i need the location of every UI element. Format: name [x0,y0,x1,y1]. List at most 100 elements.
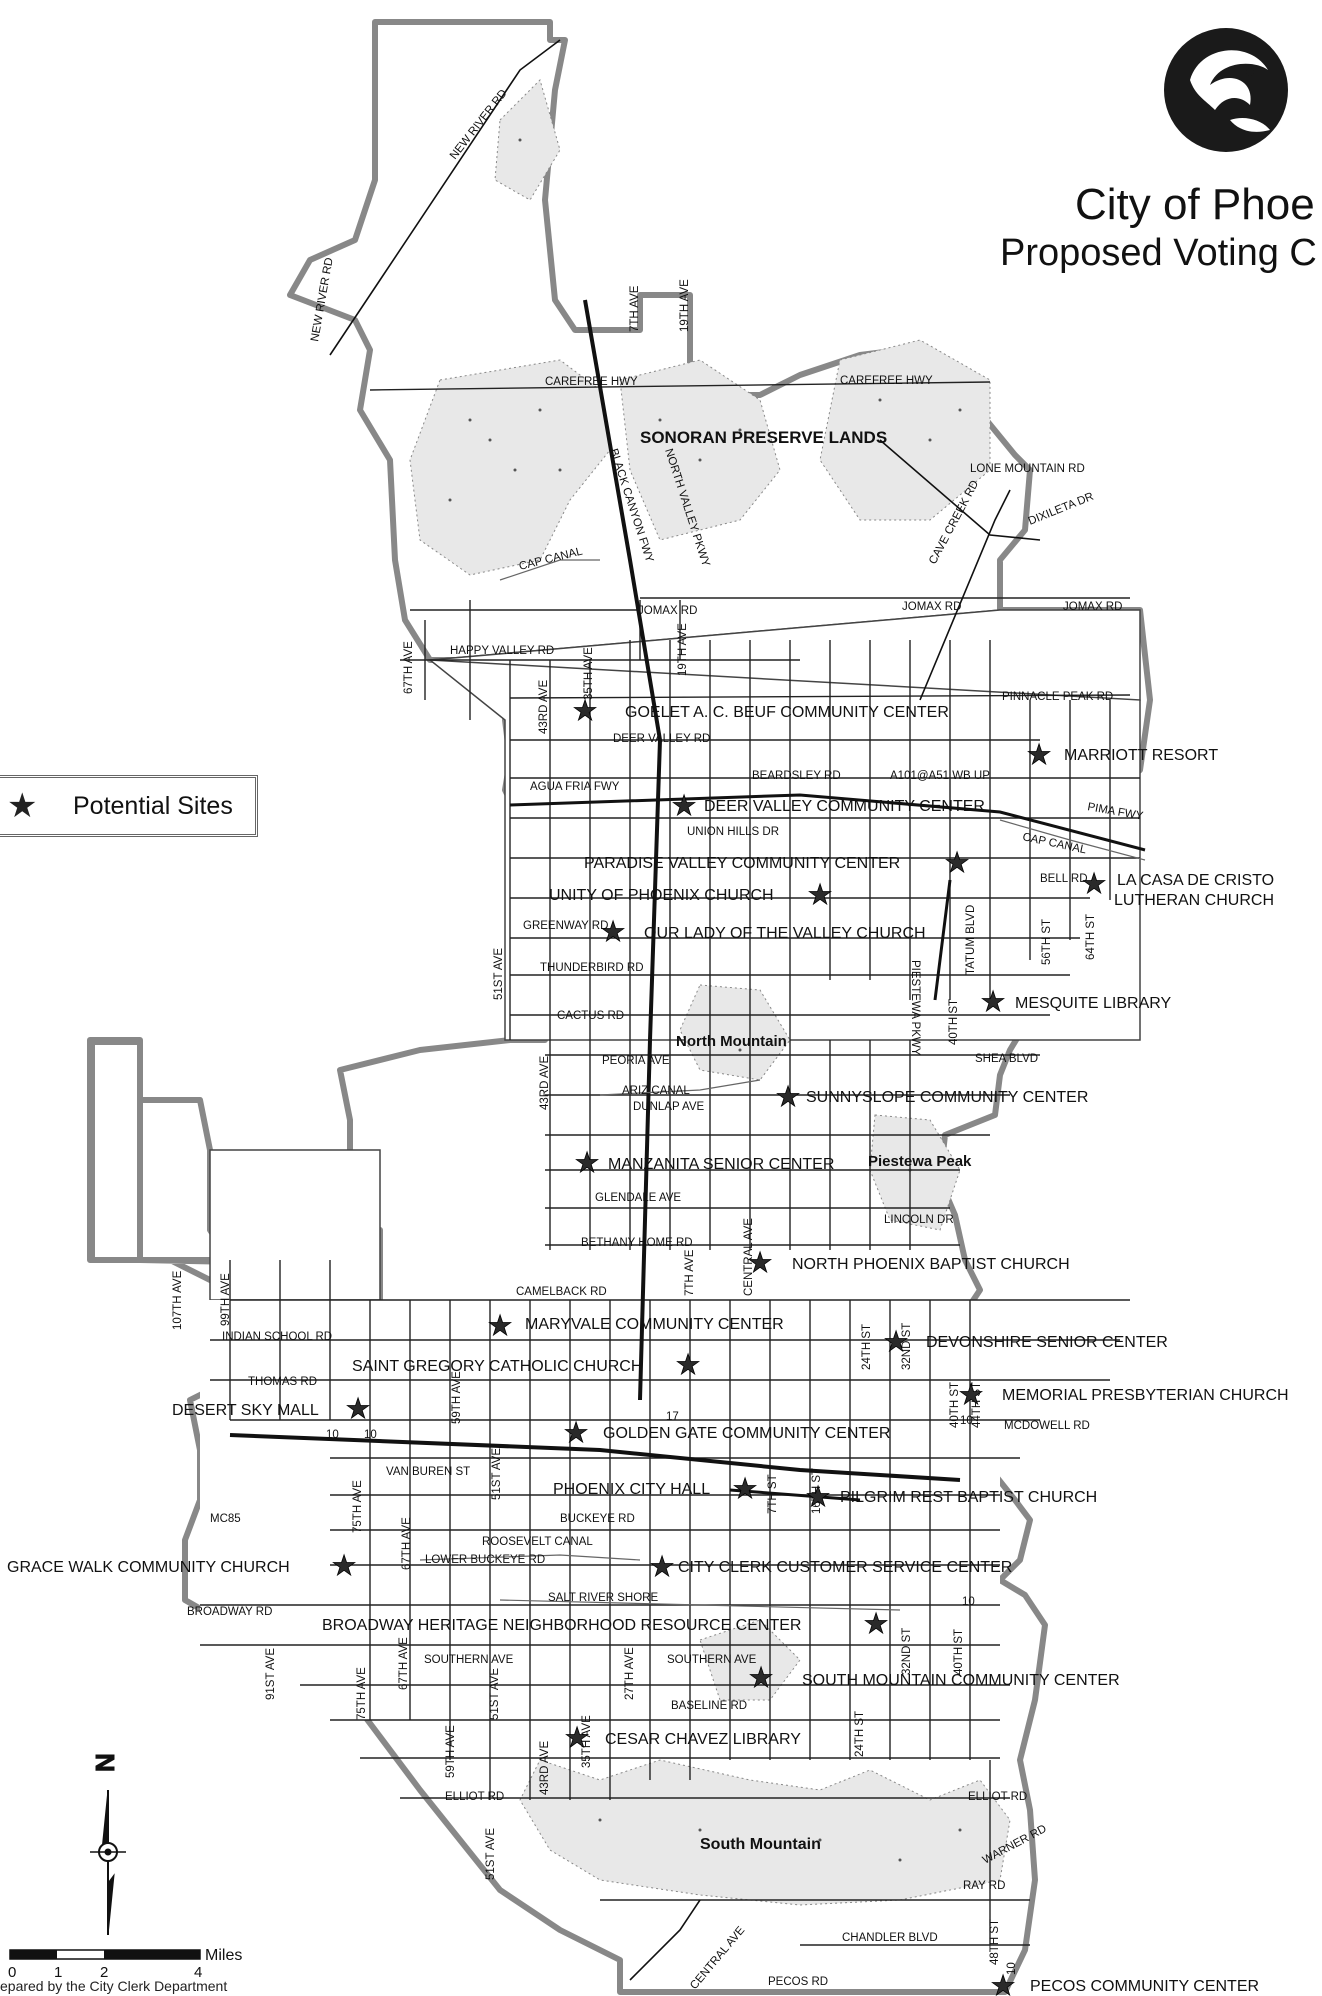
map-subtitle: Proposed Voting C [1000,232,1317,274]
site-label: OUR LADY OF THE VALLEY CHURCH [644,925,926,942]
scale-tick: 1 [54,1964,62,1981]
street-label: 27TH AVE [624,1647,636,1700]
site-label: CESAR CHAVEZ LIBRARY [605,1731,801,1748]
site-label: LUTHERAN CHURCH [1114,892,1274,909]
street-label: 67TH AVE [403,641,415,694]
street-label: BETHANY HOME RD [581,1237,693,1249]
street-label: CAMELBACK RD [516,1286,607,1298]
street-label: 67TH AVE [401,1517,413,1570]
site-label: MEMORIAL PRESBYTERIAN CHURCH [1002,1387,1289,1404]
street-label: SOUTHERN AVE [424,1654,514,1666]
scale-bar: 0 1 2 4 Miles [8,1947,242,1981]
street-label: CAREFREE HWY [840,375,933,387]
street-label: 7TH AVE [684,1249,696,1296]
street-label: 75TH AVE [356,1667,368,1720]
street-label: INDIAN SCHOOL RD [222,1331,332,1343]
street-label: 56TH ST [1041,919,1053,965]
street-label: 7TH AVE [629,285,641,332]
street-label: DIXILETA DR [1027,491,1096,528]
street-label: THUNDERBIRD RD [540,962,644,974]
street-label: 51ST AVE [485,1828,497,1880]
street-label: ELLIOT RD [968,1791,1027,1803]
street-label: 32ND ST [901,1323,913,1370]
street-label: 7TH ST [767,1474,779,1514]
star-icon: ★ [563,1417,588,1448]
street-label: PINNACLE PEAK RD [1002,691,1113,703]
star-icon: ★ [1081,868,1106,899]
street-label: MC85 [210,1513,241,1525]
street-label: 35TH AVE [581,1715,593,1768]
street-label: BUCKEYE RD [560,1513,635,1525]
street-label: ELLIOT RD [445,1791,504,1803]
site-label: UNITY OF PHOENIX CHURCH [549,887,774,904]
street-label: CHANDLER BLVD [842,1932,938,1944]
street-label: THOMAS RD [248,1376,317,1388]
star-icon: ★ [958,1379,983,1410]
site-label: BROADWAY HERITAGE NEIGHBORHOOD RESOURCE … [322,1617,801,1634]
legend: ★ Potential Sites [0,775,258,837]
street-label: 17 [666,1411,679,1423]
area-labels: SONORAN PRESERVE LANDS North Mountain Pi… [640,428,972,1853]
site-markers: ★ ★ ★ ★ ★ ★ ★ ★ ★ ★ ★ ★ ★ ★ ★ ★ ★ ★ ★ ★ … [331,695,1107,1996]
star-icon: ★ [883,1326,908,1357]
street-label: UNION HILLS DR [687,826,779,838]
street-label: 59TH AVE [451,1371,463,1424]
street-label: 40TH ST [948,999,960,1045]
street-label: HAPPY VALLEY RD [450,645,554,657]
street-label: DUNLAP AVE [633,1101,704,1113]
area-piestewa-peak: Piestewa Peak [868,1153,972,1170]
site-label: SOUTH MOUNTAIN COMMUNITY CENTER [802,1672,1120,1689]
site-label: SAINT GREGORY CATHOLIC CHURCH [352,1358,642,1375]
street-label: 67TH AVE [398,1637,410,1690]
street-label: 51ST AVE [493,948,505,1000]
site-label: PHOENIX CITY HALL [553,1481,710,1498]
scale-unit: Miles [205,1947,242,1964]
north-label: N [90,1753,120,1772]
street-label: 19TH AVE [677,623,689,676]
star-icon: ★ [649,1551,674,1582]
city-logo [1164,28,1288,152]
star-icon: ★ [675,1349,700,1380]
site-label: DESERT SKY MALL [172,1402,319,1419]
star-icon: ★ [732,1473,757,1504]
star-icon: ★ [572,695,597,726]
street-label: 91ST AVE [265,1648,277,1700]
site-label: NORTH PHOENIX BAPTIST CHURCH [792,1256,1070,1273]
street-grid [200,381,1140,1946]
street-label: BEARDSLEY RD [752,770,841,782]
street-label: 43RD AVE [539,1056,551,1110]
star-icon: ★ [331,1550,356,1581]
street-label: SHEA BLVD [975,1053,1038,1065]
scale-tick: 4 [194,1964,202,1981]
street-label: RAY RD [963,1880,1005,1892]
star-icon: ★ [487,1310,512,1341]
star-icon: ★ [7,787,38,825]
star-icon: ★ [564,1722,589,1753]
street-label: PEORIA AVE [602,1055,670,1067]
site-label: GRACE WALK COMMUNITY CHURCH [7,1559,290,1576]
street-label: 44TH ST [971,1382,983,1428]
street-label: 16TH ST [811,1468,823,1514]
street-label: JOMAX RD [1063,601,1122,613]
star-icon: ★ [944,847,969,878]
star-icon: ★ [980,986,1005,1017]
area-sonoran-preserve: SONORAN PRESERVE LANDS [640,428,887,447]
street-label: 19TH AVE [679,279,691,332]
star-icon: ★ [748,1662,773,1693]
star-icon: ★ [345,1393,370,1424]
site-label: DEVONSHIRE SENIOR CENTER [926,1334,1168,1351]
star-icon: ★ [807,879,832,910]
street-label: SALT RIVER SHORE [548,1592,658,1604]
star-icon: ★ [747,1247,772,1278]
street-label: LINCOLN DR [884,1214,954,1226]
street-label: 40TH ST [953,1629,965,1675]
street-label: 10 [960,1415,973,1427]
street-label: 40TH ST [949,1382,961,1428]
site-label: PECOS COMMUNITY CENTER [1030,1978,1259,1995]
street-label: 10 [1006,1962,1018,1975]
legend-label: Potential Sites [73,792,233,820]
street-label: ROOSEVELT CANAL [482,1536,593,1548]
street-label: BELL RD [1040,873,1088,885]
site-label: LA CASA DE CRISTO [1117,872,1274,889]
site-label: MARYVALE COMMUNITY CENTER [525,1316,784,1333]
